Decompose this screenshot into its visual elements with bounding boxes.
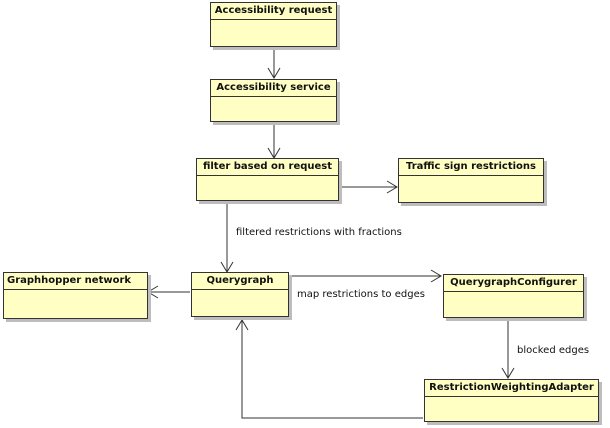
arrowhead-querygraph-to-graphhopper xyxy=(147,285,159,299)
node-graphhopper-network: Graphhopper network xyxy=(3,272,148,319)
node-filter-based-on-request: filter based on request xyxy=(196,158,339,201)
arrow-adapter-to-querygraph xyxy=(241,320,423,419)
node-title: Graphhopper network xyxy=(4,273,147,290)
edge-label-filtered-restrictions: filtered restrictions with fractions xyxy=(236,227,402,238)
node-title: Accessibility request xyxy=(211,3,336,20)
node-querygraph: Querygraph xyxy=(191,272,289,317)
node-title: RestrictionWeightingAdapter xyxy=(425,380,598,397)
node-restriction-weighting-adapter: RestrictionWeightingAdapter xyxy=(424,379,599,422)
node-querygraph-configurer: QuerygraphConfigurer xyxy=(443,274,584,318)
node-title: Querygraph xyxy=(192,273,288,290)
arrowhead-configurer-to-adapter xyxy=(501,367,515,379)
arrowhead-adapter-to-querygraph xyxy=(235,319,249,331)
node-traffic-sign-restrictions: Traffic sign restrictions xyxy=(398,158,544,203)
edge-label-blocked-edges: blocked edges xyxy=(517,345,590,356)
node-title: Accessibility service xyxy=(211,80,336,97)
arrowhead-request-to-service xyxy=(267,67,281,79)
node-title: QuerygraphConfigurer xyxy=(444,275,583,292)
edge-label-map-restrictions: map restrictions to edges xyxy=(297,289,425,300)
arrowhead-querygraph-to-configurer xyxy=(430,269,442,283)
arrowhead-filter-to-traffic xyxy=(386,180,398,194)
node-accessibility-request: Accessibility request xyxy=(210,2,337,47)
node-title: filter based on request xyxy=(197,159,338,176)
node-accessibility-service: Accessibility service xyxy=(210,79,337,122)
node-title: Traffic sign restrictions xyxy=(399,159,543,176)
